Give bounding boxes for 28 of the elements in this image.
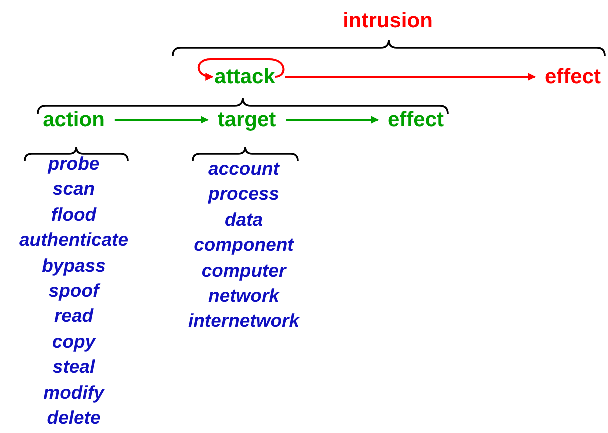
category-label: effect <box>388 110 444 130</box>
term-label: modify <box>44 384 104 402</box>
arrow <box>114 116 209 124</box>
term-label: bypass <box>42 256 106 276</box>
term-label: component <box>194 236 294 255</box>
term-label: flood <box>51 206 97 224</box>
term-label: copy <box>52 332 96 352</box>
term-label: delete <box>47 409 101 428</box>
term-label: internetwork <box>188 312 300 331</box>
term-label: computer <box>202 262 286 280</box>
category-label: attack <box>214 66 276 88</box>
term-label: authenticate <box>20 231 128 250</box>
category-label: target <box>218 110 276 130</box>
category-label: action <box>43 110 105 130</box>
term-label: read <box>54 307 94 326</box>
term-label: probe <box>48 155 100 174</box>
arrow <box>285 73 536 81</box>
term-label: scan <box>52 180 96 199</box>
category-label: intrusion <box>343 10 433 32</box>
term-label: spoof <box>48 282 100 300</box>
term-label: process <box>208 185 280 204</box>
term-label: account <box>208 160 280 178</box>
term-label: network <box>208 287 280 306</box>
category-label: effect <box>544 66 602 88</box>
arrow <box>198 58 285 80</box>
term-label: steal <box>52 358 96 377</box>
term-label: data <box>224 210 264 230</box>
arrow <box>286 116 379 124</box>
